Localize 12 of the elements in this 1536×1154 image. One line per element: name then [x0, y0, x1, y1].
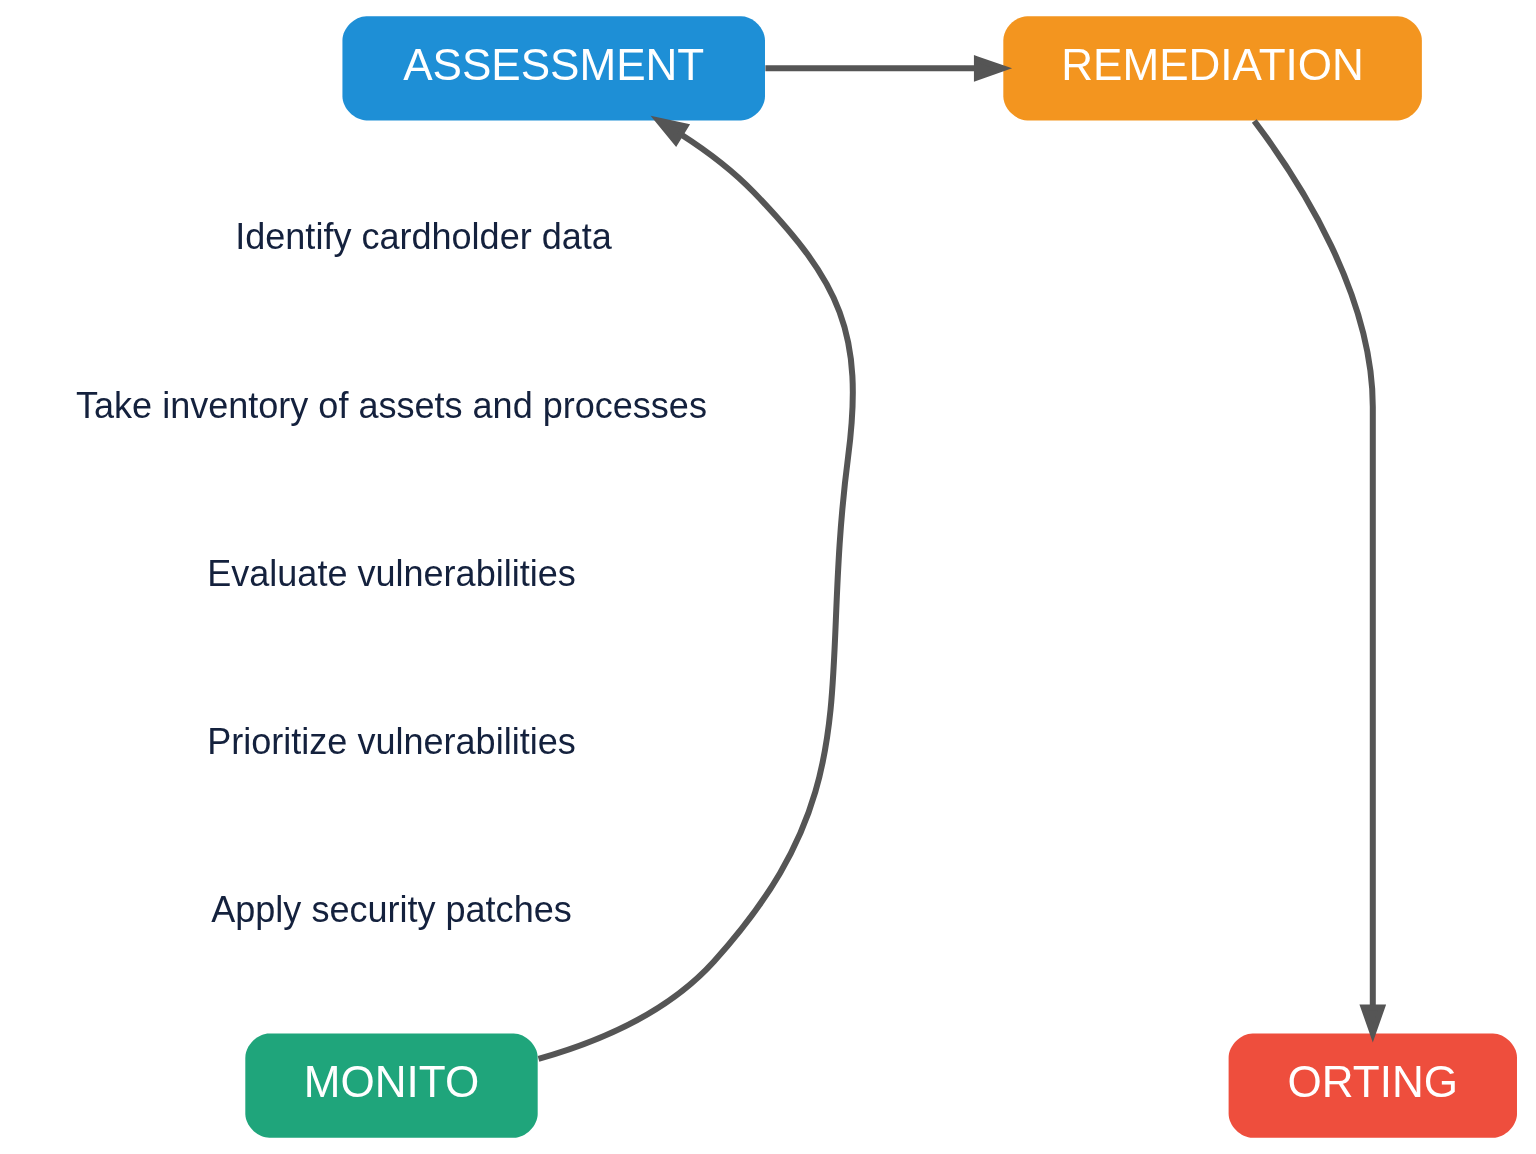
label: Take inventory of assets and processes — [75, 384, 707, 426]
arrow — [537, 115, 856, 1062]
node-box: ORTING — [1228, 1033, 1517, 1138]
label: Evaluate vulnerabilities — [206, 552, 576, 594]
node-box: ASSESSMENT — [341, 16, 765, 121]
node-box: REMEDIATION — [1002, 16, 1422, 121]
node-box: MONITO — [244, 1033, 538, 1138]
arrow — [764, 55, 1012, 82]
label: Prioritize vulnerabilities — [206, 721, 576, 763]
label: Apply security patches — [210, 889, 572, 931]
label: Identify cardholder data — [234, 216, 612, 258]
arrow — [1251, 119, 1386, 1043]
